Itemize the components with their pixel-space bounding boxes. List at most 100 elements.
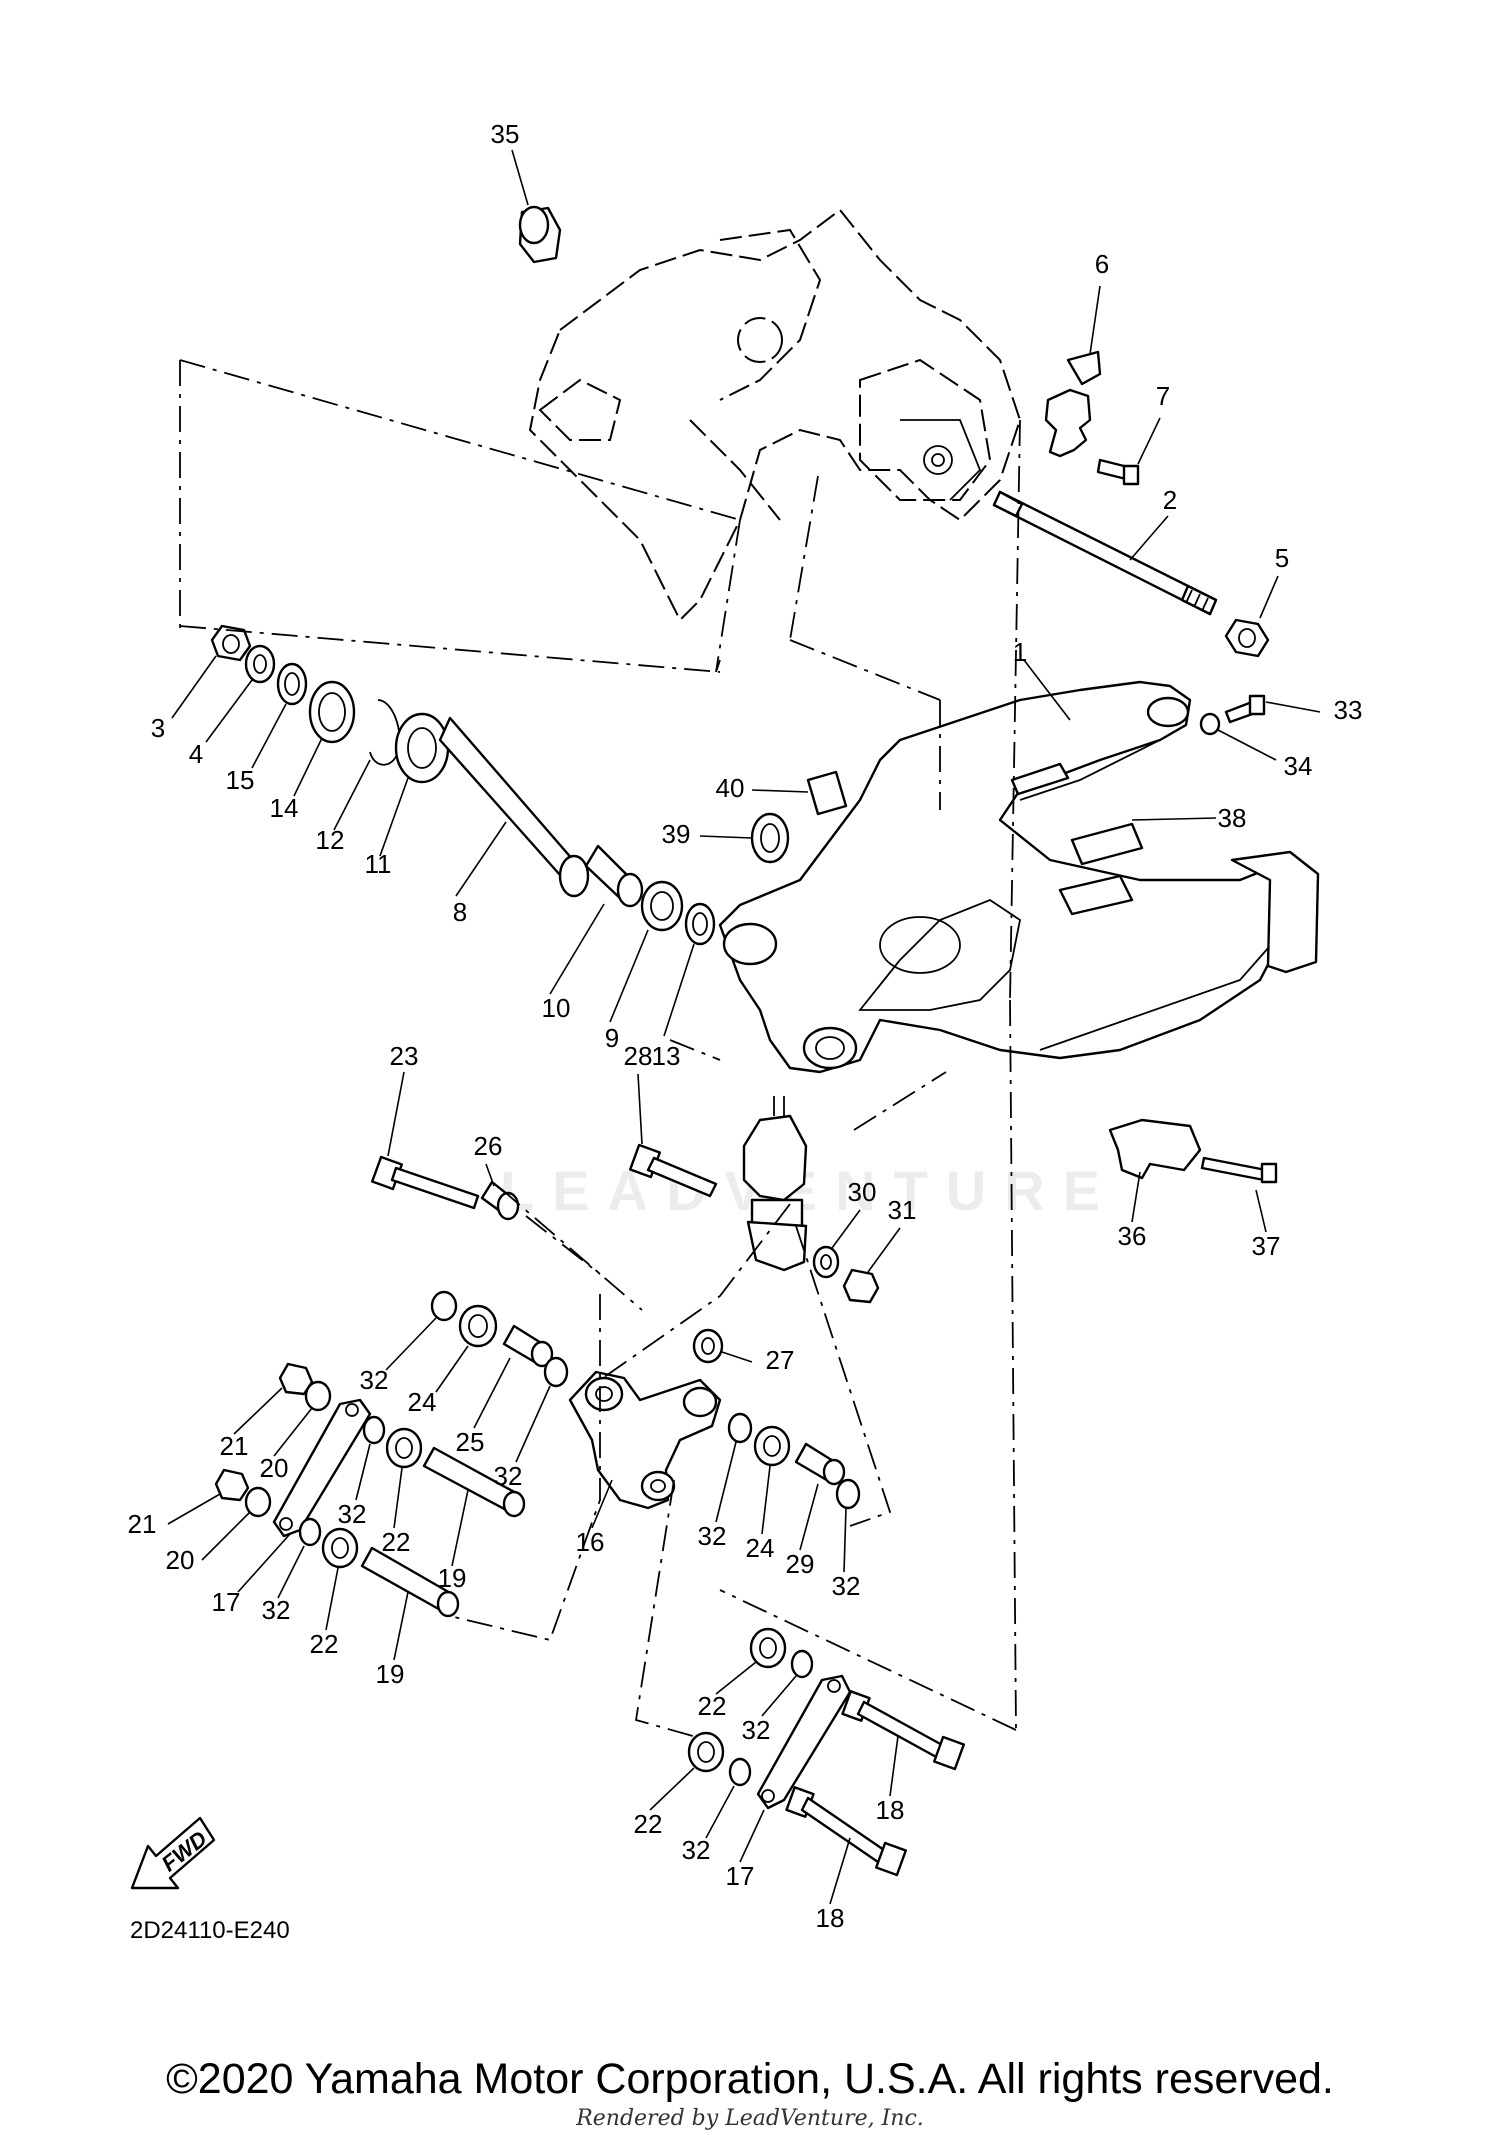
callout-22-a: 22: [382, 1527, 411, 1557]
callout-8: 8: [453, 897, 467, 927]
callout-12: 12: [316, 825, 345, 855]
part-37-screw: [1200, 1156, 1278, 1233]
callout-20-a: 20: [260, 1453, 289, 1483]
callout-36: 36: [1118, 1221, 1147, 1251]
callout-40: 40: [716, 773, 745, 803]
fwd-arrow-icon: FWD: [130, 1816, 216, 1890]
part-24-bearing-a: [435, 1304, 498, 1393]
callout-17-b: 17: [726, 1861, 755, 1891]
callout-27: 27: [766, 1345, 795, 1375]
part-6-bracket: [1044, 285, 1102, 458]
part-4-washer: [205, 644, 276, 743]
part-31-nut: [842, 1227, 901, 1304]
part-35-cap: [511, 149, 562, 264]
callout-26: 26: [474, 1131, 503, 1161]
part-16-relay-arm: [568, 1370, 722, 1529]
part-32-seal-b: [515, 1356, 569, 1463]
callout-10: 10: [542, 993, 571, 1023]
part-32-seal-c: [715, 1412, 753, 1523]
shock-clevis: [742, 1096, 808, 1272]
part-29-spacer: [794, 1442, 846, 1551]
callout-15: 15: [226, 765, 255, 795]
callout-38: 38: [1218, 803, 1247, 833]
part-32-seal-a: [385, 1290, 458, 1371]
part-21-nut-b: [167, 1468, 250, 1525]
callout-6: 6: [1095, 249, 1109, 279]
part-38-pad: [1058, 817, 1217, 916]
diagram-code: 2D24110-E240: [130, 1917, 290, 1944]
part-23-bolt: [371, 1071, 480, 1210]
callout-21-b: 21: [128, 1509, 157, 1539]
callout-32-h: 32: [682, 1835, 711, 1865]
callout-22-c: 22: [698, 1691, 727, 1721]
callout-32-d: 32: [698, 1521, 727, 1551]
part-14-oil-seal: [293, 680, 356, 797]
part-32-seal-f: [277, 1517, 322, 1599]
part-22-bearing-b: [321, 1527, 359, 1631]
callout-22-d: 22: [634, 1809, 663, 1839]
callout-7: 7: [1156, 381, 1170, 411]
part-34-washer: [1199, 712, 1277, 761]
callout-28: 28: [624, 1041, 653, 1071]
part-33-bolt: [1224, 694, 1321, 724]
part-13-seal: [663, 902, 716, 1037]
callout-19-b: 19: [376, 1659, 405, 1689]
part-30-washer: [812, 1209, 861, 1279]
callout-5: 5: [1275, 543, 1289, 573]
callout-1: 1: [1013, 637, 1027, 667]
callout-20-b: 20: [166, 1545, 195, 1575]
part-27-collar: [692, 1328, 753, 1364]
callout-18-a: 18: [876, 1795, 905, 1825]
part-32-seal-e: [355, 1415, 386, 1501]
callout-39: 39: [662, 819, 691, 849]
callout-24-b: 24: [746, 1533, 775, 1563]
part-19-collar-a: [422, 1446, 526, 1567]
part-8-spacer: [438, 716, 590, 898]
callout-37: 37: [1252, 1231, 1281, 1261]
part-24-bearing-b: [753, 1425, 791, 1535]
part-18-bolt-a: [841, 1690, 965, 1797]
callout-3: 3: [151, 713, 165, 743]
callout-35: 35: [491, 119, 520, 149]
part-39-grommet: [699, 812, 790, 864]
part-19-collar-b: [360, 1546, 460, 1661]
callout-2: 2: [1163, 485, 1177, 515]
callout-32-c: 32: [338, 1499, 367, 1529]
callout-11: 11: [365, 849, 392, 879]
watermark-text: LEADVENTURE: [500, 1159, 1118, 1222]
callout-29: 29: [786, 1549, 815, 1579]
part-32-seal-d: [835, 1478, 861, 1573]
callout-4: 4: [189, 739, 203, 769]
part-22-bearing-d: [649, 1731, 725, 1811]
callout-32-g: 32: [742, 1715, 771, 1745]
callout-32-b: 32: [494, 1461, 523, 1491]
callout-18-b: 18: [816, 1903, 845, 1933]
part-17-link-rod-b: [739, 1674, 852, 1863]
callout-34: 34: [1284, 751, 1313, 781]
part-21-nut-a: [233, 1362, 314, 1435]
part-20-washer-a: [273, 1380, 332, 1457]
part-28-bolt: [629, 1073, 718, 1198]
callout-22-b: 22: [310, 1629, 339, 1659]
rendered-by-credit: Rendered by LeadVenture, Inc.: [576, 2106, 924, 2131]
part-22-bearing-a: [385, 1427, 423, 1529]
part-9-bearing: [609, 880, 684, 1023]
part-20-washer-b: [201, 1486, 272, 1561]
part-2-pivot-shaft: [992, 490, 1218, 616]
callout-14: 14: [270, 793, 299, 823]
callout-19-a: 19: [438, 1563, 467, 1593]
part-7-bolt: [1096, 417, 1161, 486]
callout-31: 31: [888, 1195, 917, 1225]
copyright-notice: ©2020 Yamaha Motor Corporation, U.S.A. A…: [166, 2055, 1334, 2103]
part-1-swingarm: [718, 659, 1320, 1074]
part-3-nut: [171, 624, 252, 719]
phantom-lines: [179, 359, 1021, 1739]
part-11-bearing: [379, 712, 450, 857]
part-10-collar: [549, 844, 644, 995]
callout-30: 30: [848, 1177, 877, 1207]
callout-labels: 35 6 7 2 5 1 33 34 3 4 15 14 12 11 8 40 …: [128, 119, 1363, 1933]
callout-24-a: 24: [408, 1387, 437, 1417]
part-36-cover: [1108, 1118, 1202, 1223]
callout-32-a: 32: [360, 1365, 389, 1395]
